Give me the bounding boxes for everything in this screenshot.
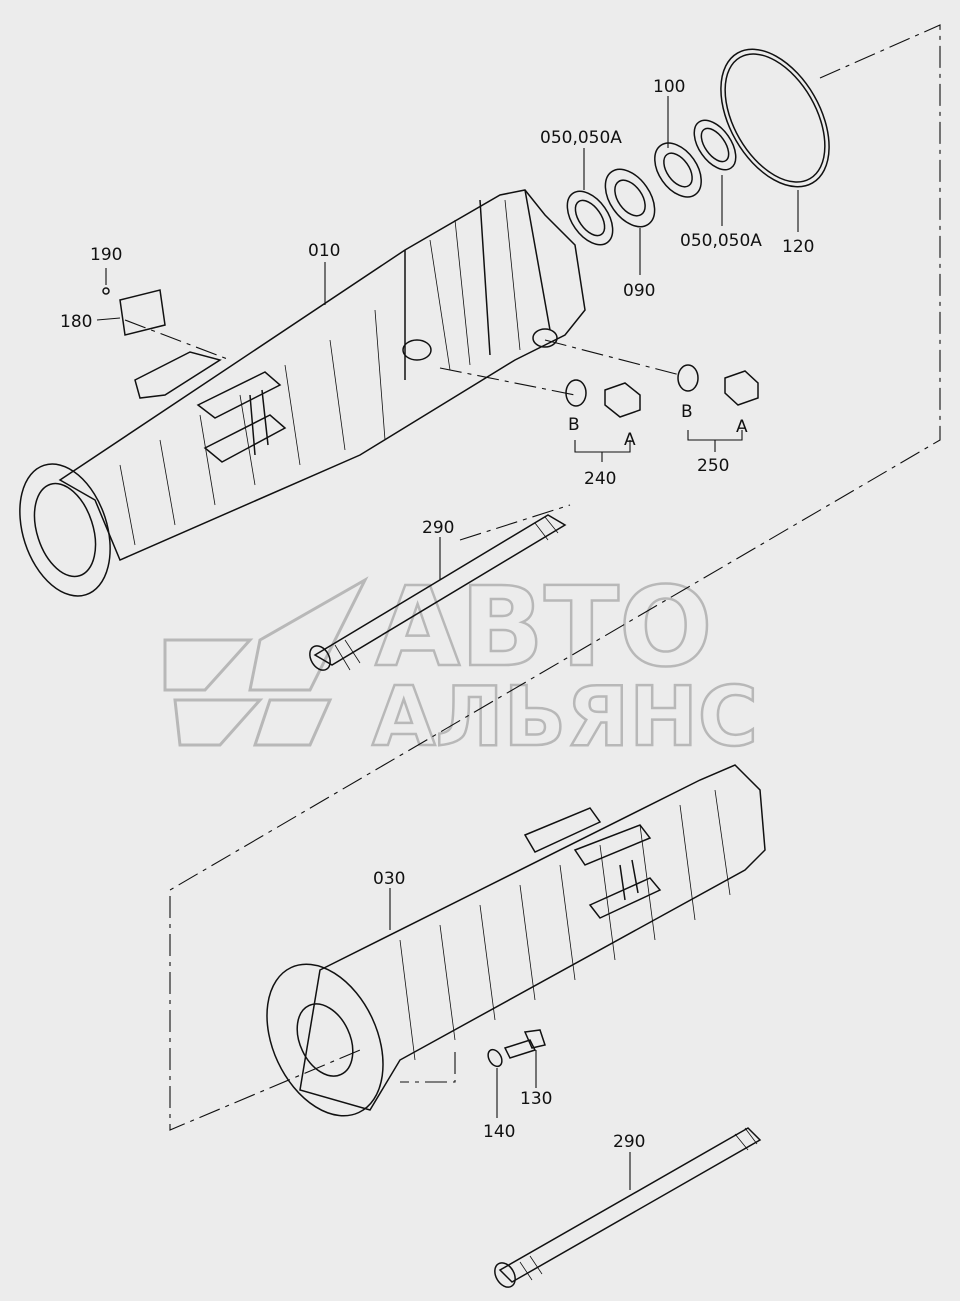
- label-100: 100: [653, 77, 685, 97]
- label-250: 250: [697, 456, 729, 476]
- assembly-center-lines: [124, 24, 941, 1131]
- axle-housing-010: [19, 189, 586, 597]
- plug-set-250: [677, 364, 759, 452]
- label-120: 120: [782, 237, 814, 257]
- watermark-line2: АЛЬЯНС: [372, 670, 758, 765]
- label-240: 240: [584, 469, 616, 489]
- label-090: 090: [623, 281, 655, 301]
- label-180: 180: [60, 312, 92, 332]
- label-a-240: A: [624, 430, 636, 450]
- label-290-bottom: 290: [613, 1132, 645, 1152]
- bearing-and-shims: [566, 48, 830, 246]
- watermark-logo: [163, 576, 369, 747]
- bolt-and-washer: [487, 1029, 546, 1068]
- label-190: 190: [90, 245, 122, 265]
- label-010: 010: [308, 241, 340, 261]
- watermark-line1: АВТО: [375, 563, 713, 691]
- callout-labels: 190 180 010 050,050A 100 050,050A 120 09…: [60, 77, 814, 1152]
- leader-lines: [96, 96, 799, 1190]
- label-130: 130: [520, 1089, 552, 1109]
- axle-shaft-290-top: [309, 514, 567, 671]
- label-290-top: 290: [422, 518, 454, 538]
- label-b-250: B: [681, 402, 693, 422]
- label-050-bottom: 050,050A: [680, 231, 762, 251]
- label-030: 030: [373, 869, 405, 889]
- plug-set-240: [565, 379, 641, 462]
- axle-housing-030: [266, 764, 766, 1117]
- label-b-240: B: [568, 415, 580, 435]
- axle-shaft-290-bottom: [494, 1127, 762, 1288]
- label-a-250: A: [736, 417, 748, 437]
- label-050-top: 050,050A: [540, 128, 622, 148]
- label-140: 140: [483, 1122, 515, 1142]
- plate-180: [102, 287, 166, 336]
